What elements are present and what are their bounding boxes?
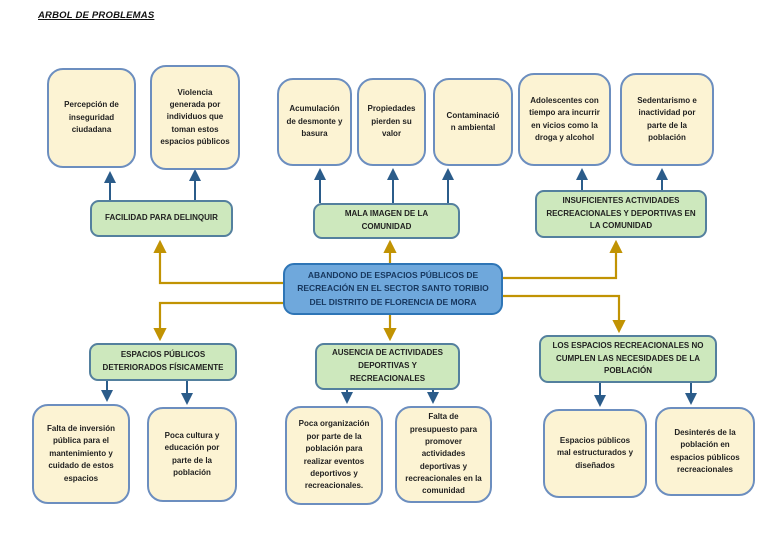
node-effect-group-insuficientes-actividades: INSUFICIENTES ACTIVIDADES RECREACIONALES… xyxy=(535,190,707,238)
node-cause-group-ausencia-actividades: AUSENCIA DE ACTIVIDADES DEPORTIVAS Y REC… xyxy=(315,343,460,390)
node-cause-falta-inversion: Falta de inversión pública para el mante… xyxy=(32,404,130,504)
node-central-problem: ABANDONO DE ESPACIOS PÚBLICOS DE RECREAC… xyxy=(283,263,503,315)
connector-central-to-deteriorados xyxy=(153,301,283,342)
node-effect-violencia: Violencia generada por individuos que to… xyxy=(150,65,240,170)
node-cause-poca-cultura: Poca cultura y educación por parte de la… xyxy=(147,407,237,502)
node-effect-contaminacion: Contaminación ambiental xyxy=(433,78,513,166)
node-cause-group-no-cumplen-necesidades: LOS ESPACIOS RECREACIONALES NO CUMPLEN L… xyxy=(539,335,717,383)
node-cause-group-espacios-deteriorados: ESPACIOS PÚBLICOS DETERIORADOS FÍSICAMEN… xyxy=(89,343,237,381)
node-effect-propiedades-valor: Propiedades pierden su valor xyxy=(357,78,426,166)
node-effect-adolescentes-vicios: Adolescentes con tiempo ara incurrir en … xyxy=(518,73,611,166)
node-effect-percepcion-inseguridad: Percepción de inseguridad ciudadana xyxy=(47,68,136,168)
node-cause-poca-organizacion: Poca organización por parte de la poblac… xyxy=(285,406,383,505)
node-effect-group-mala-imagen: MALA IMAGEN DE LA COMUNIDAD xyxy=(313,203,460,239)
connector-central-to-facilidad xyxy=(153,239,283,285)
node-effect-sedentarismo: Sedentarismo e inactividad por parte de … xyxy=(620,73,714,166)
node-cause-falta-presupuesto: Falta de presupuesto para promover activ… xyxy=(395,406,492,503)
node-effect-acumulacion-basura: Acumulación de desmonte y basura xyxy=(277,78,352,166)
connector-central-to-insuficientes xyxy=(503,239,623,280)
node-cause-desinteres-poblacion: Desinterés de la población en espacios p… xyxy=(655,407,755,496)
node-cause-mal-estructurados: Espacios públicos mal estructurados y di… xyxy=(543,409,647,498)
node-effect-group-facilidad-delinquir: FACILIDAD PARA DELINQUIR xyxy=(90,200,233,237)
connector-central-to-nocumplen xyxy=(503,294,626,334)
page-title: ARBOL DE PROBLEMAS xyxy=(38,10,155,21)
